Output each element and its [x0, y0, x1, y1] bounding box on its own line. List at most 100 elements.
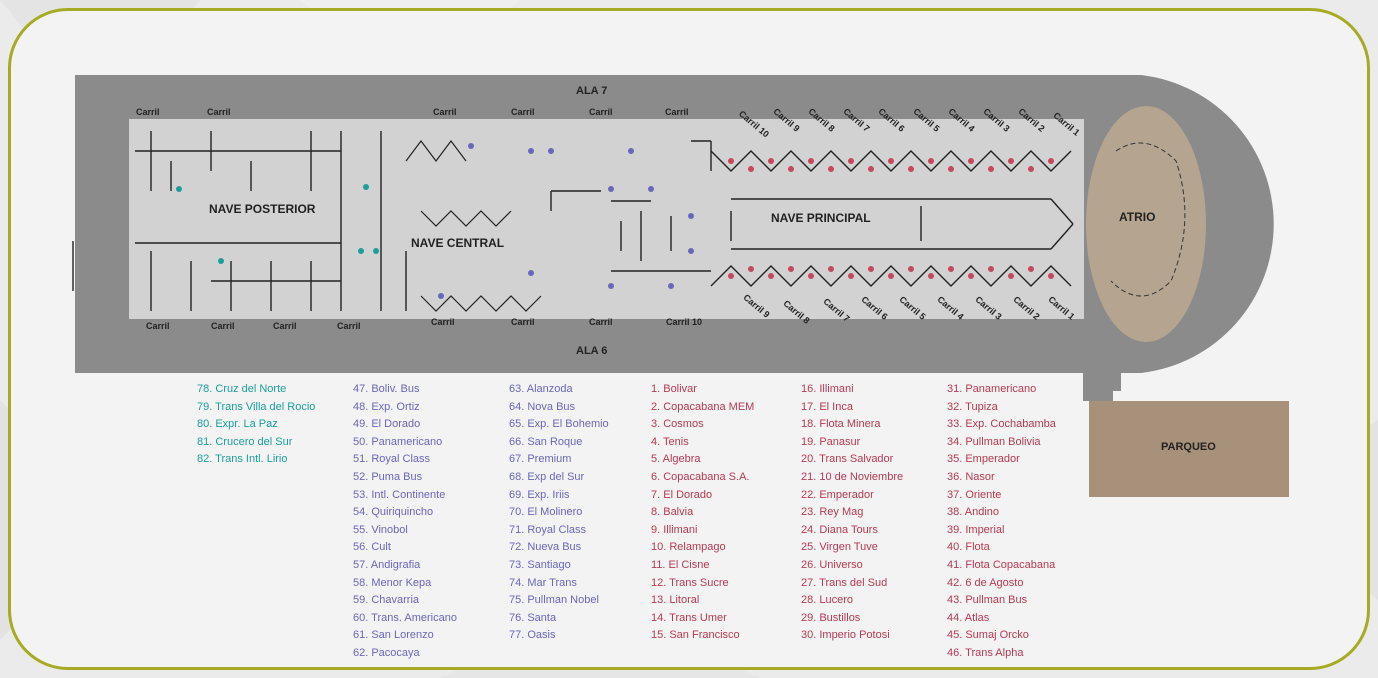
legend-item: 33. Exp. Cochabamba [947, 418, 1056, 431]
legend-item: 41. Flota Copacabana [947, 558, 1056, 571]
legend-item: 51. Royal Class [353, 453, 431, 466]
legend-item: 67. Premium [509, 453, 572, 466]
legend-item: 47. Boliv. Bus [353, 383, 420, 395]
parqueo-road [1083, 361, 1113, 401]
legend-item: 78. Cruz del Norte [197, 383, 287, 395]
legend-item: 80. Expr. La Paz [197, 418, 278, 431]
legend-item: 21. 10 de Noviembre [801, 470, 904, 483]
legend-item: 40. Flota [947, 541, 990, 554]
legend-item: 64. Nova Bus [509, 400, 576, 413]
legend-item: 18. Flota Minera [801, 418, 881, 431]
legend-item: 71. Royal Class [509, 523, 587, 536]
legend-col-6: 31. Panamericano 32. Tupiza 33. Exp. Coc… [947, 381, 1056, 663]
legend-item: 56. Cult [353, 541, 391, 554]
bus-bays-bottom [710, 265, 1072, 287]
bus-bays-top [710, 150, 1072, 172]
legend-item: 30. Imperio Potosi [801, 629, 890, 642]
legend-item: 55. Vinobol [353, 523, 408, 536]
parqueo-label: PARQUEO [1161, 441, 1216, 453]
legend-item: 36. Nasor [947, 470, 995, 483]
interior-walls [72, 131, 1074, 311]
legend-item: 35. Emperador [947, 453, 1020, 466]
legend-item: 39. Imperial [947, 523, 1005, 536]
carril-bottom-1: Carril [146, 321, 170, 331]
carril-top-5: Carril [589, 107, 613, 117]
carril-bottom-8: Carril 10 [666, 317, 703, 327]
legend-item: 65. Exp. El Bohemio [509, 418, 609, 431]
legend-item: 73. Santiago [509, 558, 571, 571]
ala-6-label: ALA 6 [576, 345, 608, 357]
legend-item: 72. Nueva Bus [509, 541, 582, 554]
legend-item: 4. Tenis [651, 435, 689, 448]
legend-item: 46. Trans Alpha [947, 646, 1024, 659]
legend-item: 29. Bustillos [801, 611, 861, 624]
legend-item: 44. Atlas [947, 611, 990, 624]
legend-item: 50. Panamericano [353, 435, 443, 448]
legend-item: 53. Intl. Continente [353, 488, 446, 501]
legend-item: 43. Pullman Bus [947, 594, 1028, 607]
legend-item: 48. Exp. Ortiz [353, 400, 420, 413]
legend-item: 37. Oriente [947, 488, 1002, 501]
carril-bottom-6: Carril [511, 317, 535, 327]
legend-item: 57. Andigrafia [353, 558, 421, 571]
central-bays [405, 140, 542, 312]
carril-bottom-3: Carril [273, 321, 297, 331]
atrio-label: ATRIO [1119, 210, 1156, 224]
legend-item: 61. San Lorenzo [353, 629, 434, 642]
legend-item: 42. 6 de Agosto [947, 576, 1024, 589]
legend-item: 70. El Molinero [509, 506, 583, 519]
legend-item: 79. Trans Villa del Rocio [197, 400, 316, 413]
legend-item: 17. El Inca [801, 400, 853, 413]
legend-item: 74. Mar Trans [509, 576, 577, 589]
legend-item: 52. Puma Bus [353, 470, 423, 483]
legend-item: 31. Panamericano [947, 383, 1037, 395]
atrio-area [1086, 106, 1206, 342]
legend-item: 14. Trans Umer [651, 611, 727, 624]
legend-col-5: 16. Illimani 17. El Inca 18. Flota Miner… [801, 381, 903, 645]
terminal-floor [129, 119, 1084, 319]
legend-item: 22. Emperador [801, 488, 874, 501]
carril-bottom-2: Carril [211, 321, 235, 331]
legend-item: 76. Santa [509, 611, 557, 624]
legend-col-4: 1. Bolivar 2. Copacabana MEM 3. Cosmos 4… [651, 381, 754, 645]
legend-item: 66. San Roque [509, 435, 583, 448]
legend-item: 38. Andino [947, 506, 999, 519]
legend-item: 68. Exp del Sur [509, 470, 585, 483]
legend-item: 28. Lucero [801, 594, 853, 607]
legend-item: 19. Panasur [801, 435, 861, 448]
legend-item: 5. Algebra [651, 453, 701, 466]
legend-col-3: 63. Alanzoda 64. Nova Bus 65. Exp. El Bo… [509, 381, 609, 645]
carril-top-6: Carril [665, 107, 689, 117]
legend-item: 45. Sumaj Orcko [947, 629, 1029, 642]
company-markers-teal [176, 184, 379, 264]
legend-item: 9. Illimani [651, 523, 698, 536]
nave-principal-label: NAVE PRINCIPAL [771, 211, 871, 225]
carril-bottom-5: Carril [431, 317, 455, 327]
legend-item: 1. Bolivar [651, 383, 697, 395]
legend-item: 81. Crucero del Sur [197, 435, 293, 448]
legend-item: 63. Alanzoda [509, 383, 573, 395]
legend-item: 12. Trans Sucre [651, 576, 729, 589]
legend-item: 62. Pacocaya [353, 646, 420, 659]
legend-item: 49. El Dorado [353, 418, 421, 431]
parqueo-area [1089, 401, 1289, 497]
legend-item: 54. Quiriquincho [353, 506, 434, 519]
legend-item: 16. Illimani [801, 383, 854, 395]
carril-top-3: Carril [433, 107, 457, 117]
legend-item: 24. Diana Tours [801, 523, 878, 536]
legend-item: 59. Chavarria [353, 594, 420, 607]
legend-item: 25. Virgen Tuve [801, 541, 878, 554]
legend-item: 77. Oasis [509, 629, 556, 642]
legend-col-1: 78. Cruz del Norte 79. Trans Villa del R… [197, 381, 315, 469]
legend-item: 60. Trans. Americano [353, 611, 457, 624]
legend-item: 58. Menor Kepa [353, 576, 432, 589]
legend-item: 32. Tupiza [947, 400, 998, 413]
legend-item: 20. Trans Salvador [801, 453, 894, 466]
legend-item: 8. Balvia [651, 506, 694, 519]
legend-item: 27. Trans del Sud [801, 576, 888, 589]
legend-item: 75. Pullman Nobel [509, 594, 599, 607]
legend-item: 11. El Cisne [651, 558, 710, 571]
legend-item: 82. Trans Intl. Lirio [197, 453, 288, 466]
legend-item: 15. San Francisco [651, 629, 740, 642]
carril-bottom-4: Carril [337, 321, 361, 331]
